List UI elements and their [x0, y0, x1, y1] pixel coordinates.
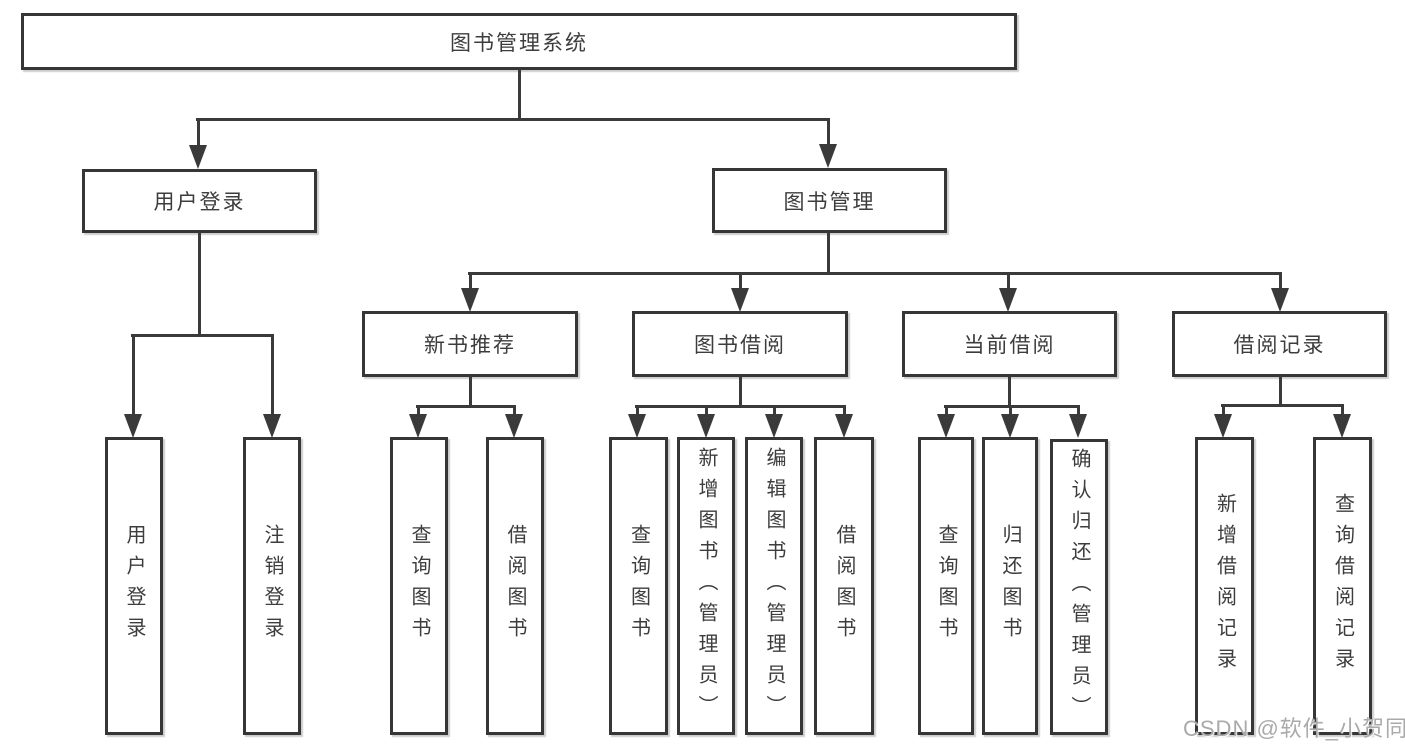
node-user-login-branch: 用户登录 [82, 169, 317, 233]
node-add-borrow-record: 新增借阅记录 [1195, 437, 1254, 735]
connector-book-mgmt-rail [468, 272, 1282, 275]
node-book-management-branch: 图书管理 [712, 168, 947, 233]
node-label: 借阅图书 [504, 524, 526, 648]
node-query-books-under-recommend: 查询图书 [390, 437, 448, 735]
arrow-down-icon [1069, 414, 1087, 438]
connector-user-login-rail [131, 334, 274, 337]
arrow-down-icon [409, 414, 427, 438]
node-label: 新书推荐 [424, 334, 516, 357]
arrow-down-icon [1333, 414, 1351, 438]
node-label: 归还图书 [999, 524, 1021, 648]
node-label: 图书借阅 [694, 334, 786, 357]
arrow-down-icon [505, 414, 523, 438]
arrow-down-icon [937, 414, 955, 438]
node-current-borrowing: 当前借阅 [902, 311, 1117, 377]
node-label: 当前借阅 [963, 334, 1056, 357]
node-label: 用户登录 [123, 524, 145, 648]
connector-book-mgmt-stem [827, 232, 830, 274]
connector-leaf [1222, 404, 1225, 416]
node-query-books-under-borrowing: 查询图书 [609, 437, 668, 735]
arrow-down-icon [1001, 414, 1019, 438]
node-book-management-system: 图书管理系统 [21, 13, 1017, 70]
node-borrowing-records: 借阅记录 [1172, 311, 1387, 377]
connector-leaf [636, 405, 639, 416]
connector-leaf [417, 405, 420, 416]
node-label: 查询借阅记录 [1331, 493, 1354, 679]
connector-new-book-rail [416, 405, 516, 408]
connector-to-book-borrow [739, 272, 742, 290]
csdn-watermark: CSDN @软件_小贺同学 [1183, 716, 1405, 741]
node-new-book-recommend: 新书推荐 [362, 311, 578, 377]
connector-to-new-book [469, 272, 472, 290]
arrow-down-icon [189, 145, 207, 169]
arrow-down-icon [461, 288, 479, 312]
node-query-borrow-record: 查询借阅记录 [1313, 437, 1372, 735]
node-label: 查询图书 [935, 524, 957, 648]
connector-book-borrow-rail [635, 405, 846, 408]
connector-to-user-login [197, 118, 200, 146]
connector-user-login-stem [198, 232, 201, 336]
connector-current-borrow-rail [944, 405, 1080, 408]
node-label: 借阅图书 [833, 524, 855, 648]
arrow-down-icon [1214, 414, 1232, 438]
connector-root-stem [518, 69, 521, 119]
node-label: 新增借阅记录 [1213, 493, 1236, 679]
node-label: 用户登录 [153, 191, 246, 214]
node-label: 查询图书 [408, 524, 430, 648]
connector-to-book-management [827, 118, 830, 146]
node-label: 确认归还（管理员） [1068, 447, 1090, 727]
connector-to-login-leaf [132, 334, 135, 415]
connector-current-borrow-stem [1008, 376, 1011, 408]
node-logout-leaf: 注销登录 [243, 437, 301, 735]
node-edit-books-admin: 编辑图书（管理员） [745, 437, 803, 735]
node-book-borrowing: 图书借阅 [632, 311, 848, 377]
arrow-down-icon [819, 144, 837, 168]
node-label: 图书管理系统 [450, 31, 588, 55]
connector-to-current-borrow [1007, 272, 1010, 290]
node-return-books: 归还图书 [982, 437, 1038, 735]
arrow-down-icon [263, 414, 281, 438]
arrow-down-icon [765, 414, 783, 438]
node-borrow-books-leaf: 借阅图书 [814, 437, 874, 735]
arrow-down-icon [1271, 288, 1289, 312]
connector-leaf [843, 405, 846, 416]
connector-borrow-records-stem [1279, 376, 1282, 407]
node-confirm-return-admin: 确认归还（管理员） [1050, 439, 1108, 735]
node-query-books-under-current: 查询图书 [918, 437, 974, 735]
connector-new-book-stem [469, 376, 472, 408]
connector-leaf [513, 405, 516, 416]
node-label: 注销登录 [261, 524, 283, 648]
node-add-books-admin: 新增图书（管理员） [677, 437, 735, 735]
node-label: 新增图书（管理员） [695, 446, 717, 726]
connector-leaf [1077, 405, 1080, 416]
node-label: 借阅记录 [1233, 334, 1326, 357]
node-label: 图书管理 [783, 190, 876, 214]
connector-to-logout-leaf [271, 334, 274, 415]
arrow-down-icon [999, 288, 1017, 312]
arrow-down-icon [731, 288, 749, 312]
arrow-down-icon [697, 414, 715, 438]
connector-leaf [773, 405, 776, 416]
node-borrow-books-under-recommend: 借阅图书 [486, 437, 544, 735]
node-user-login-leaf: 用户登录 [105, 437, 163, 735]
node-label: 编辑图书（管理员） [763, 446, 785, 726]
connector-root-rail [196, 118, 830, 121]
node-label: 查询图书 [627, 524, 650, 648]
connector-borrow-records-rail [1221, 404, 1344, 407]
connector-leaf [1341, 404, 1344, 416]
arrow-down-icon [628, 414, 646, 438]
arrow-down-icon [835, 414, 853, 438]
arrow-down-icon [124, 414, 142, 438]
connector-leaf [705, 405, 708, 416]
connector-leaf [945, 405, 948, 416]
connector-leaf [1009, 405, 1012, 416]
connector-to-borrow-records [1279, 272, 1282, 290]
connector-book-borrow-stem [739, 376, 742, 408]
